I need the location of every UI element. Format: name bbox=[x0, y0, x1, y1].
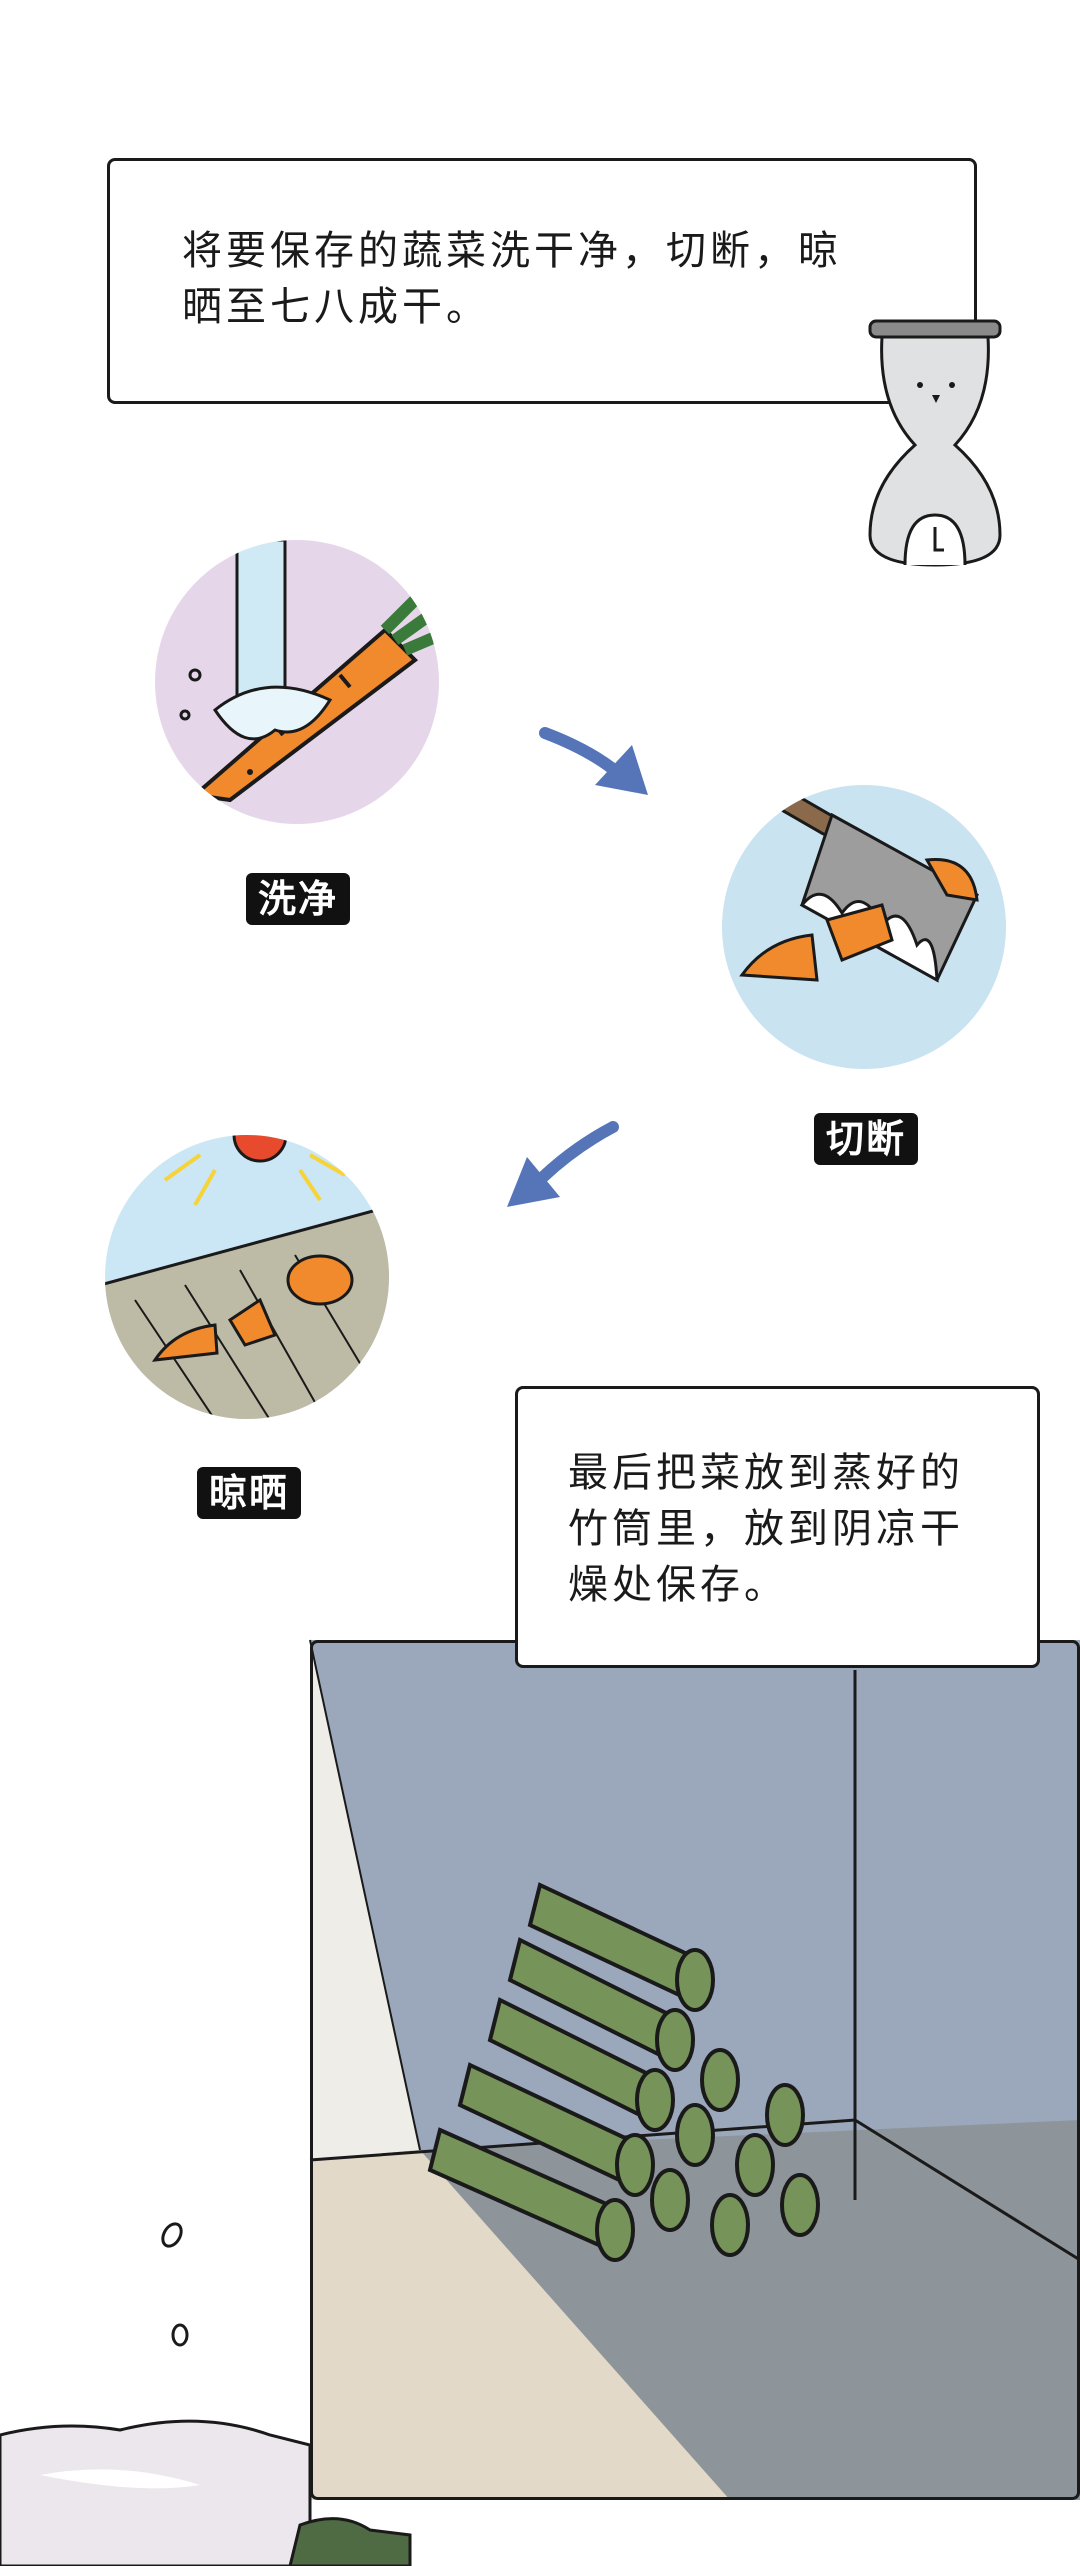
step-label-wash: 洗净 bbox=[246, 873, 351, 925]
bamboo-storage-illustration bbox=[309, 1639, 1080, 2500]
caption-text-final: 最后把菜放到蒸好的 竹筒里，放到阴凉干 燥处保存。 bbox=[568, 1450, 964, 1608]
carrot-drying-illustration bbox=[105, 1135, 389, 1419]
arrow-right-down-icon bbox=[539, 727, 648, 795]
snow-ground-decoration-icon bbox=[0, 2419, 412, 2566]
hourglass-mascot-icon bbox=[868, 319, 1002, 567]
step-label-cut: 切断 bbox=[814, 1113, 919, 1165]
caption-text-intro: 将要保存的蔬菜洗干净，切断，晾 晒至七八成干。 bbox=[182, 228, 842, 330]
caption-box-intro: 将要保存的蔬菜洗干净，切断，晾 晒至七八成干。 bbox=[107, 158, 977, 404]
caption-box-final: 最后把菜放到蒸好的 竹筒里，放到阴凉干 燥处保存。 bbox=[515, 1386, 1040, 1668]
step-label-dry: 晾晒 bbox=[197, 1467, 302, 1519]
carrot-cutting-illustration bbox=[722, 785, 1006, 1069]
arrow-left-down-icon bbox=[507, 1121, 619, 1207]
drops-decoration-icon bbox=[161, 2222, 189, 2347]
carrot-washing-illustration bbox=[155, 540, 439, 824]
